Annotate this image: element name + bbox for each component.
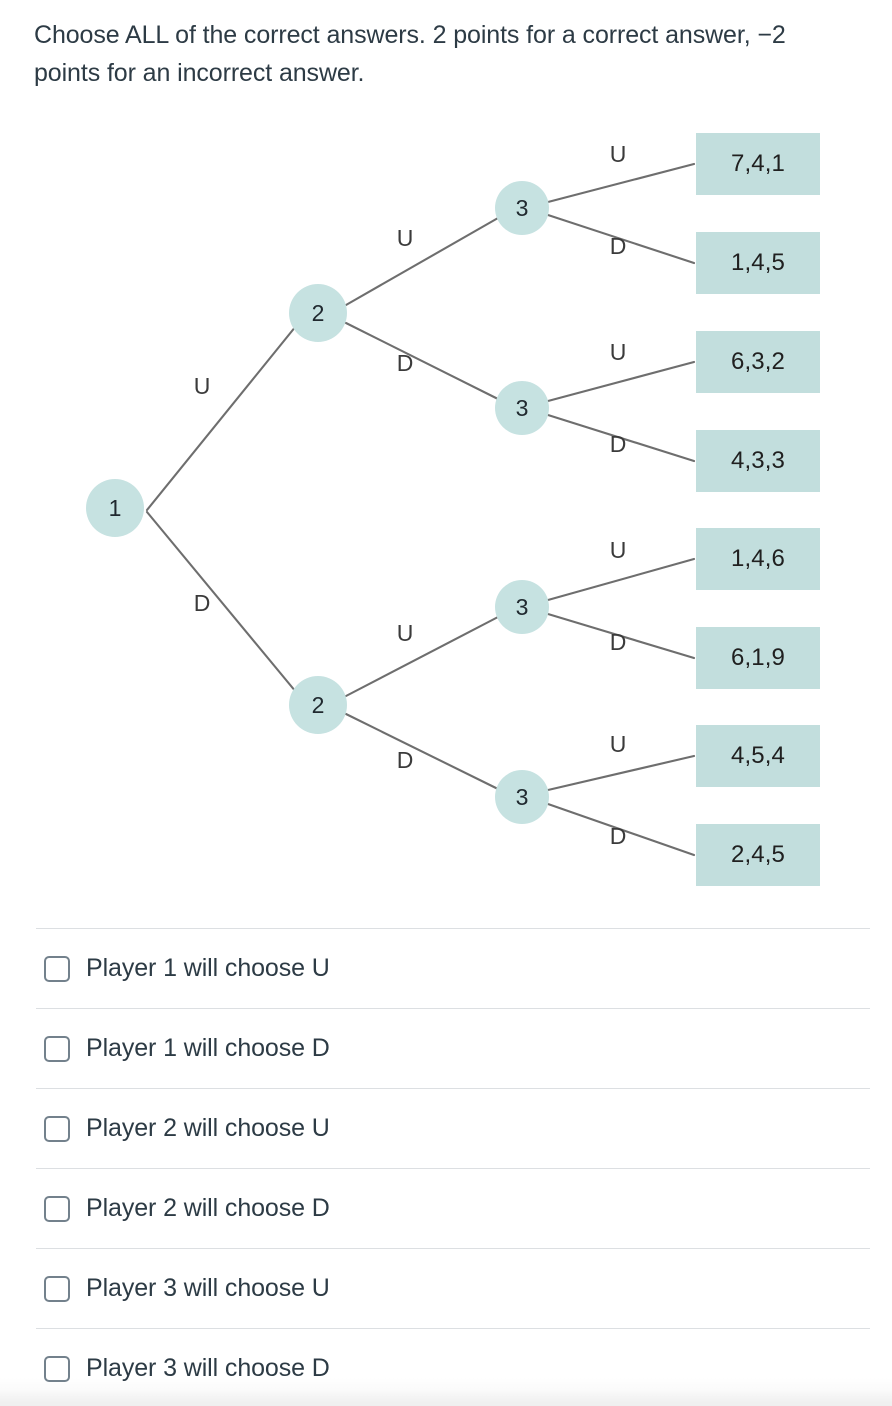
edge-label-p2u-d: D — [396, 350, 414, 376]
payoff-box: 4,3,3 — [696, 430, 820, 492]
payoff-box: 2,4,5 — [696, 824, 820, 886]
answer-checkbox[interactable] — [44, 955, 70, 982]
tree-node-player3-d: 3 — [495, 770, 549, 824]
answer-option-label: Player 2 will choose D — [86, 1194, 330, 1222]
tree-node-label: 3 — [515, 194, 529, 221]
payoff-box: 1,4,5 — [696, 232, 820, 294]
tree-node-label: 3 — [515, 394, 529, 421]
game-tree-diagram: 1 2 2 3 3 3 3 U D U D U D U D U D U D U — [0, 120, 892, 900]
edge-label-p3b-d: D — [609, 431, 627, 457]
payoff-value: 4,3,3 — [731, 447, 785, 474]
answer-option-label: Player 1 will choose D — [86, 1034, 330, 1062]
tree-node-player2-upper: 2 — [289, 284, 347, 342]
edge-label-p1-d: D — [193, 590, 211, 616]
payoff-value: 4,5,4 — [731, 742, 785, 769]
tree-node-label: 2 — [311, 691, 325, 718]
answer-checkbox[interactable] — [44, 1195, 70, 1222]
answer-option-row[interactable]: Player 2 will choose D — [0, 1168, 892, 1248]
payoff-value: 1,4,5 — [731, 249, 785, 276]
page-title: Choose ALL of the correct answers. 2 poi… — [34, 21, 786, 87]
edge-label-p3b-u: U — [609, 339, 627, 365]
answer-option-label: Player 2 will choose U — [86, 1114, 330, 1142]
row-divider — [0, 1168, 892, 1169]
tree-node-label: 2 — [311, 299, 325, 326]
edge-label-p2d-u: U — [396, 620, 414, 646]
answer-checkbox[interactable] — [44, 1275, 70, 1302]
edge-label-p2d-d: D — [396, 747, 414, 773]
answer-option-row[interactable]: Player 1 will choose U — [0, 928, 892, 1008]
game-tree-edges — [145, 162, 696, 857]
row-divider — [0, 1008, 892, 1009]
answer-checkbox[interactable] — [44, 1115, 70, 1142]
page-bottom-fade — [0, 1390, 892, 1406]
tree-node-label: 3 — [515, 593, 529, 620]
payoff-value: 6,3,2 — [731, 348, 785, 375]
edge-label-p1-u: U — [193, 373, 211, 399]
payoff-box: 7,4,1 — [696, 133, 820, 195]
answer-option-label: Player 3 will choose U — [86, 1274, 330, 1302]
payoff-value: 2,4,5 — [731, 841, 785, 868]
edge-label-p3a-u: U — [609, 141, 627, 167]
answer-option-row[interactable]: Player 2 will choose U — [0, 1088, 892, 1168]
answer-option-label: Player 1 will choose U — [86, 954, 330, 982]
tree-node-label: 1 — [108, 494, 122, 521]
answer-option-row[interactable]: Player 3 will choose U — [0, 1248, 892, 1328]
edge-label-p3a-d: D — [609, 233, 627, 259]
payoff-box: 4,5,4 — [696, 725, 820, 787]
row-divider — [0, 1328, 892, 1329]
tree-node-player2-lower: 2 — [289, 676, 347, 734]
answer-checkbox[interactable] — [44, 1035, 70, 1062]
tree-node-player3-b: 3 — [495, 381, 549, 435]
edge-label-p3d-d: D — [609, 823, 627, 849]
tree-node-player3-a: 3 — [495, 181, 549, 235]
payoff-value: 6,1,9 — [731, 644, 785, 671]
tree-node-player1: 1 — [86, 479, 144, 537]
edge-label-p3c-u: U — [609, 537, 627, 563]
answer-option-row[interactable]: Player 1 will choose D — [0, 1008, 892, 1088]
edge-label-p2u-u: U — [396, 225, 414, 251]
payoff-box: 1,4,6 — [696, 528, 820, 590]
tree-node-label: 3 — [515, 783, 529, 810]
edge-label-p3c-d: D — [609, 629, 627, 655]
row-divider — [0, 1088, 892, 1089]
answer-checkbox[interactable] — [44, 1355, 70, 1382]
row-divider — [0, 1248, 892, 1249]
payoff-value: 7,4,1 — [731, 150, 785, 177]
payoff-value: 1,4,6 — [731, 545, 785, 572]
edge-label-p3d-u: U — [609, 731, 627, 757]
answer-options-list: Player 1 will choose U Player 1 will cho… — [0, 928, 892, 1406]
row-divider — [0, 928, 892, 929]
payoff-box: 6,3,2 — [696, 331, 820, 393]
tree-node-player3-c: 3 — [495, 580, 549, 634]
payoff-box: 6,1,9 — [696, 627, 820, 689]
answer-option-label: Player 3 will choose D — [86, 1354, 330, 1382]
